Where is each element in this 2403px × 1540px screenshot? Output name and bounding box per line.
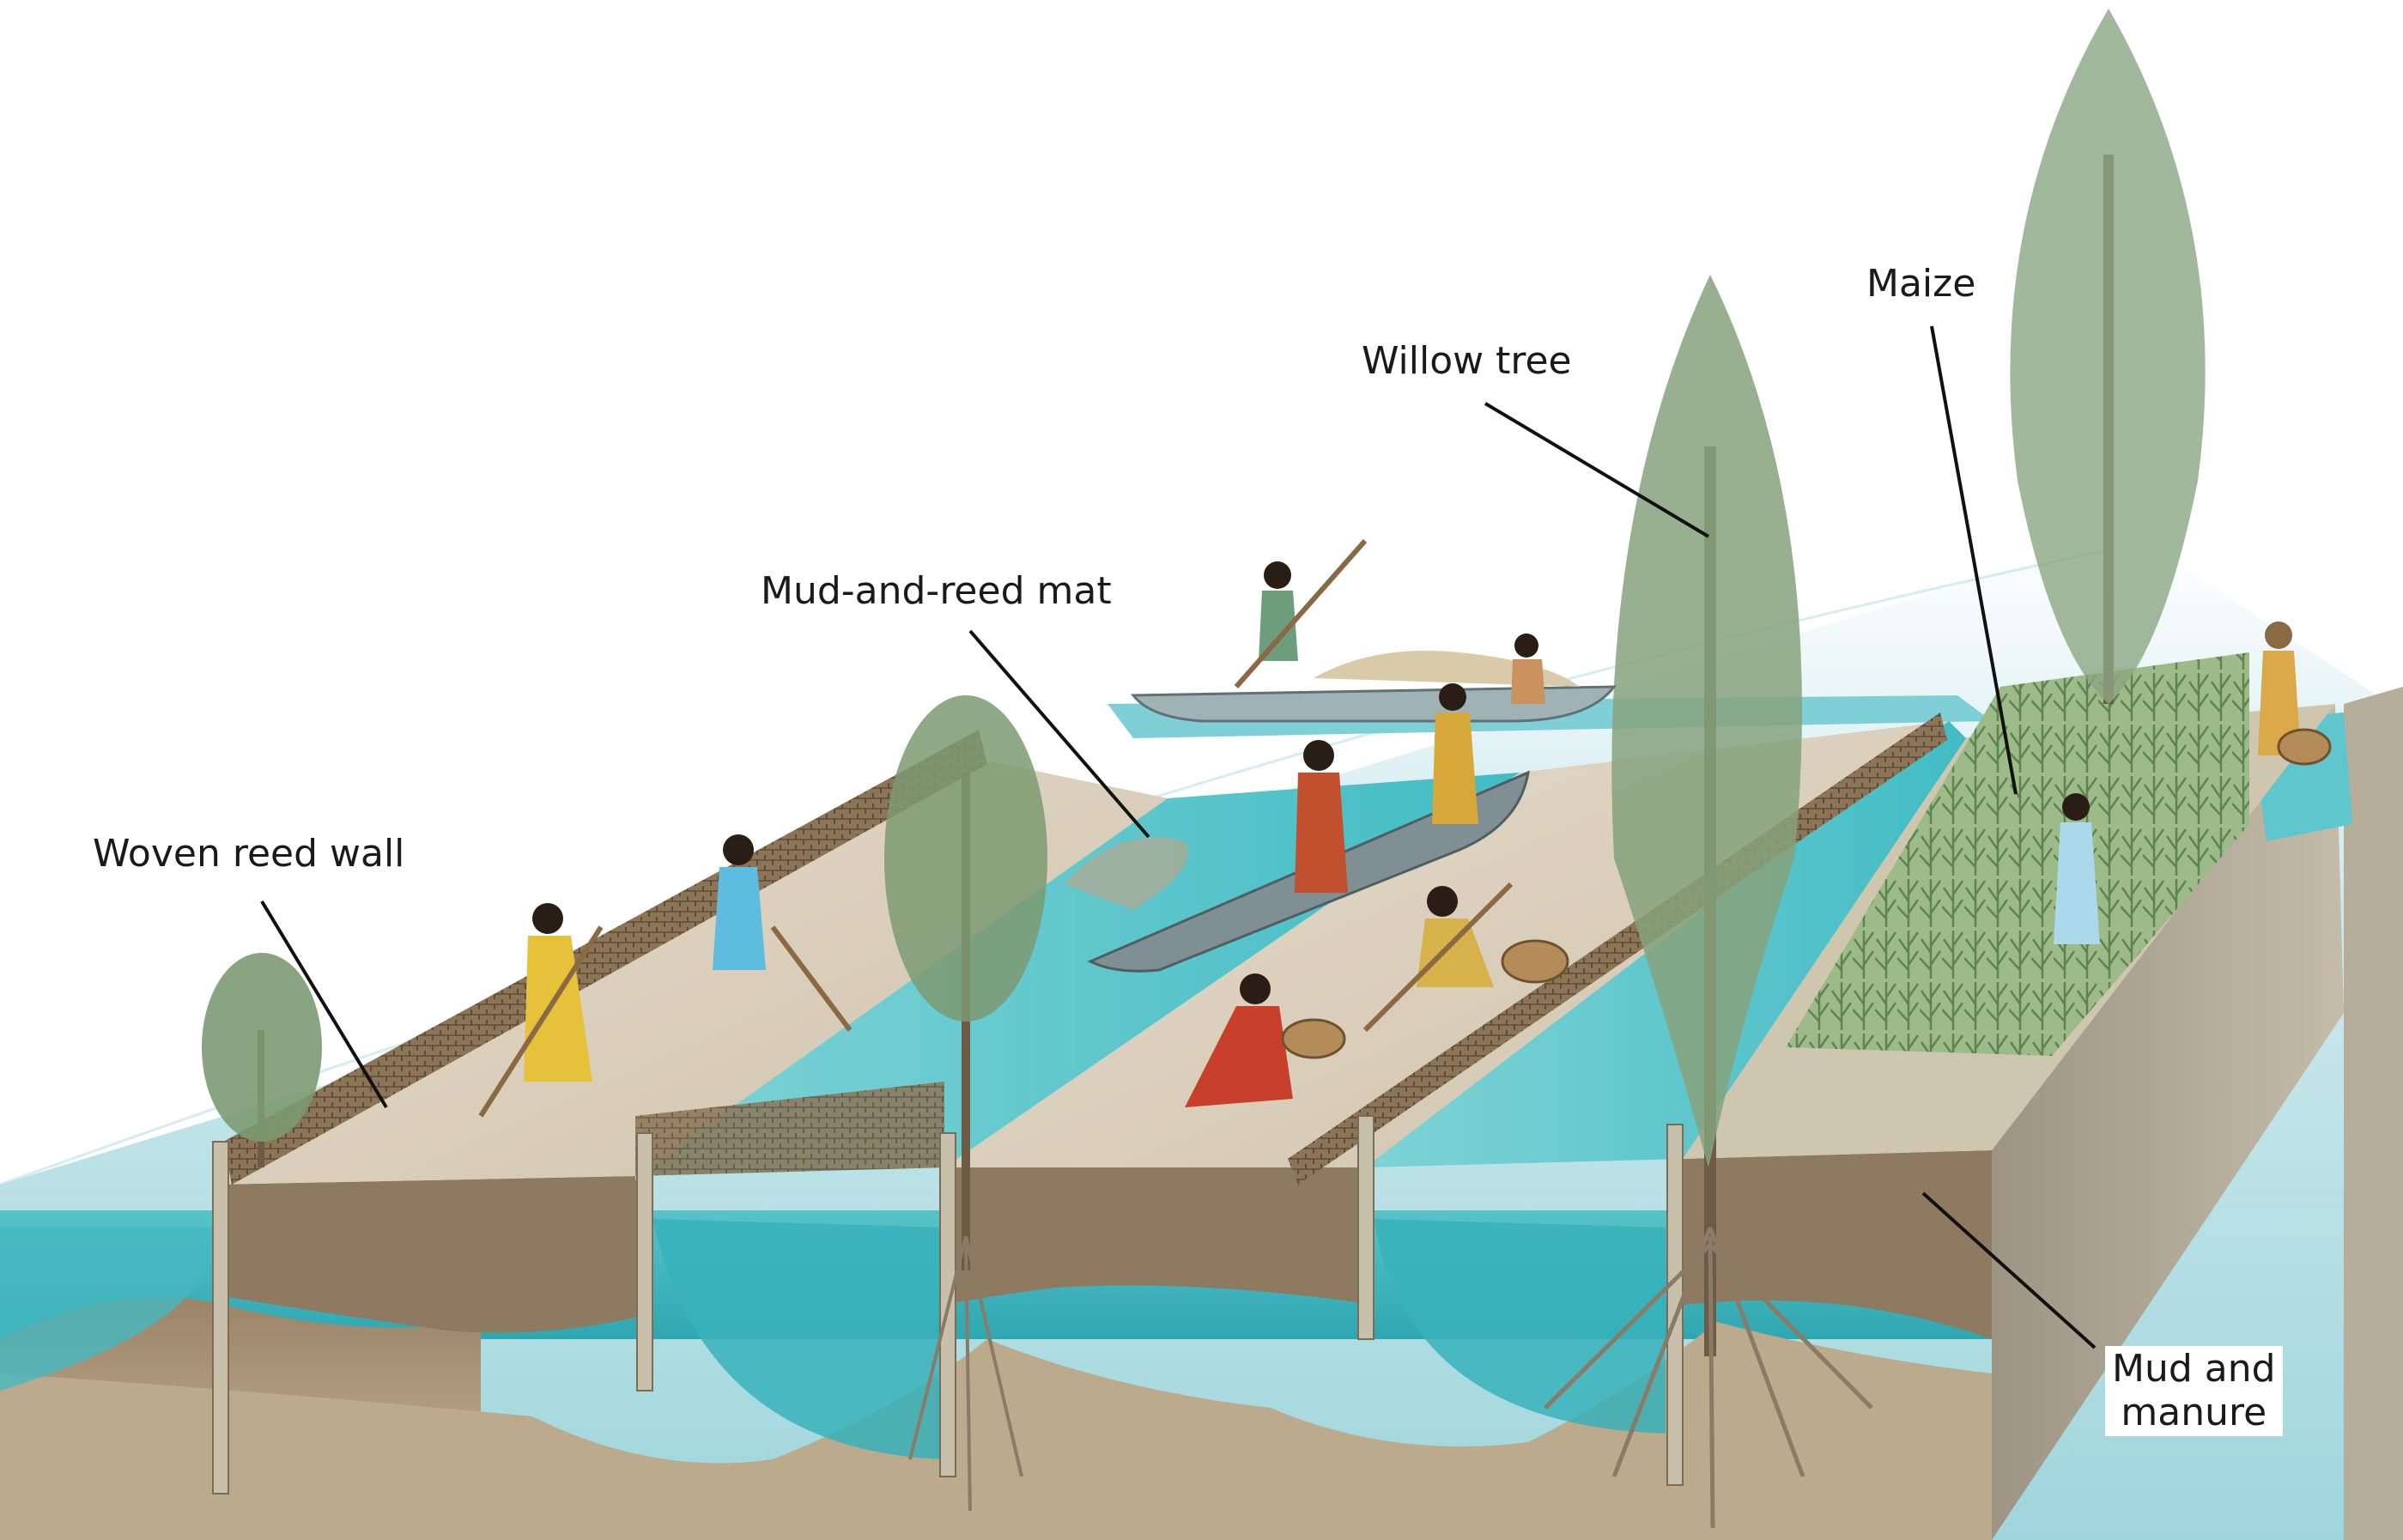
figure-icon bbox=[2054, 793, 2100, 944]
figure-icon bbox=[1432, 683, 1478, 824]
leader-maize bbox=[1930, 325, 2018, 795]
label-mud-and-manure: Mud and manure bbox=[2105, 1346, 2283, 1437]
chinampa-side-wall bbox=[1992, 704, 2344, 1540]
basket-icon bbox=[2277, 728, 2332, 766]
leader-woven-reed-wall bbox=[260, 900, 388, 1109]
island-1-section bbox=[215, 1176, 652, 1333]
island-3-section bbox=[1683, 1150, 1992, 1339]
post bbox=[636, 1132, 653, 1391]
post bbox=[1666, 1124, 1684, 1486]
island-2-section bbox=[944, 1167, 1374, 1305]
willow-tree-small-left bbox=[202, 953, 322, 1167]
figure-icon bbox=[1234, 539, 1368, 688]
wooden-posts bbox=[212, 1115, 1684, 1495]
post bbox=[1357, 1115, 1374, 1340]
figure-icon bbox=[1185, 973, 1293, 1107]
post bbox=[212, 1141, 229, 1495]
label-woven-reed-wall: Woven reed wall bbox=[86, 831, 412, 878]
label-maize: Maize bbox=[1860, 261, 1983, 308]
label-mud-and-reed-mat: Mud-and-reed mat bbox=[754, 568, 1119, 615]
maize-field bbox=[1786, 652, 2249, 1056]
label-mud-and-manure-line1: Mud and bbox=[2112, 1347, 2276, 1391]
figure-icon bbox=[2258, 621, 2301, 755]
label-willow-tree: Willow tree bbox=[1355, 338, 1579, 385]
figure-icon bbox=[478, 903, 604, 1118]
figure-icon bbox=[1511, 634, 1545, 704]
figure-icon bbox=[1295, 740, 1348, 893]
leader-willow-tree bbox=[1484, 402, 1710, 538]
leader-mud-and-reed-mat bbox=[968, 629, 1150, 839]
reed-wall-front bbox=[635, 1082, 944, 1176]
willow-tree-mid bbox=[884, 695, 1047, 1512]
leader-mud-and-manure bbox=[1921, 1191, 2097, 1349]
figure-icon bbox=[713, 834, 853, 1032]
mud-and-reed-mat bbox=[1065, 837, 1188, 910]
leader-lines bbox=[260, 325, 2097, 1349]
basket-icon bbox=[1501, 939, 1569, 984]
figure-icon bbox=[1362, 882, 1514, 1033]
deep-soil bbox=[0, 1322, 1992, 1540]
cross-section bbox=[0, 1150, 1992, 1540]
willow-tree-far-right bbox=[2010, 9, 2206, 704]
basket-icon bbox=[1281, 1018, 1346, 1059]
willow-tree-large bbox=[1544, 275, 1873, 1529]
woven-reed-wall bbox=[223, 730, 987, 1185]
label-mud-and-manure-line2: manure bbox=[2121, 1390, 2267, 1434]
canoe-icon bbox=[1130, 685, 1617, 723]
